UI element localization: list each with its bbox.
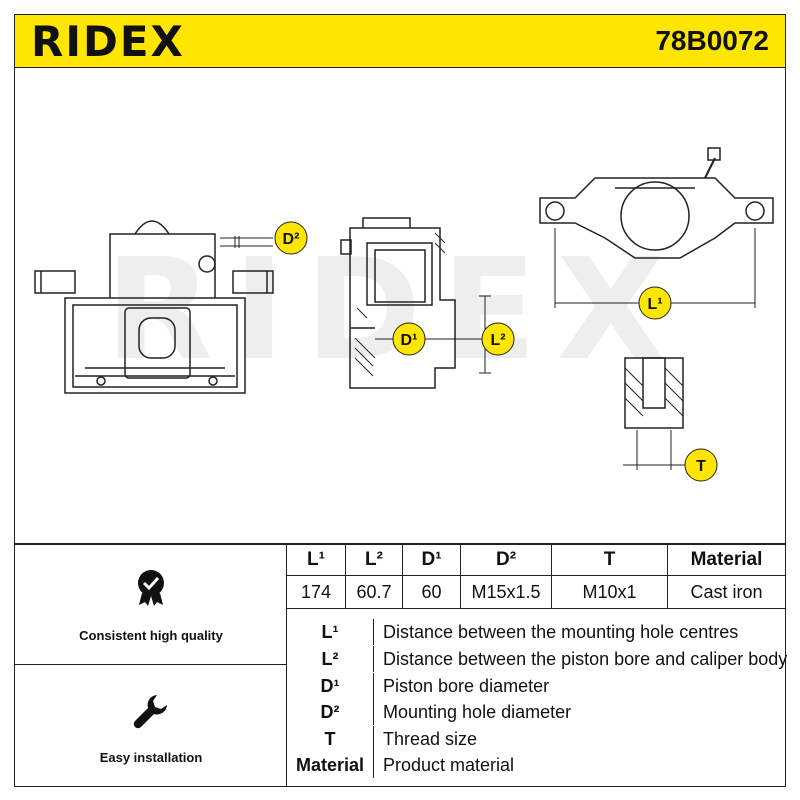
legend-desc: Thread size — [383, 729, 478, 749]
spec-header-d1: D¹ — [402, 545, 461, 576]
d2-badge-label: D² — [283, 231, 300, 248]
legend-row: L² Distance between the piston bore and … — [287, 646, 788, 672]
spec-header-l2: L² — [345, 545, 403, 576]
technical-drawing-frame: RIDEX D² — [14, 68, 786, 543]
legend-desc: Mounting hole diameter — [383, 702, 572, 722]
legend-key: Material — [287, 752, 374, 778]
legend-key: D¹ — [287, 673, 374, 699]
legend-desc: Piston bore diameter — [383, 676, 550, 696]
legend-row: L¹ Distance between the mounting hole ce… — [287, 619, 785, 645]
legend-key: L² — [287, 646, 374, 672]
caliper-front-view — [34, 220, 274, 394]
legend-desc: Distance between the mounting hole centr… — [383, 622, 739, 642]
caliper-section-view — [340, 217, 456, 389]
d1-badge — [392, 322, 426, 356]
spec-value-t: M10x1 — [551, 575, 668, 609]
spec-value-material: Cast iron — [667, 575, 785, 609]
spec-header-l1: L¹ — [287, 545, 346, 576]
t-badge — [684, 448, 718, 482]
watermark: RIDEX — [105, 229, 685, 392]
legend-row: D¹ Piston bore diameter — [287, 673, 785, 699]
thread-detail — [624, 357, 684, 429]
legend-row: T Thread size — [287, 726, 785, 752]
feature-installation: Easy installation — [15, 665, 287, 787]
d2-badge — [274, 221, 308, 255]
spec-section: Consistent high quality Easy installatio… — [14, 543, 788, 787]
legend-key: D² — [287, 699, 374, 725]
l1-badge-label: L¹ — [647, 296, 662, 313]
spec-value-l1: 174 — [287, 575, 346, 609]
l2-badge — [481, 322, 515, 356]
feature-quality-label: Consistent high quality — [79, 628, 223, 643]
spec-header-material: Material — [667, 545, 785, 576]
spec-header-d2: D² — [460, 545, 552, 576]
spec-header-row: L¹ L² D¹ D² T Material — [287, 545, 785, 576]
header-bar: RIDEX 78B0072 — [14, 14, 786, 68]
d2-dimension — [234, 236, 240, 248]
wrench-icon — [133, 695, 167, 729]
spec-header-t: T — [551, 545, 668, 576]
spec-table: L¹ L² D¹ D² T Material 174 60.7 60 M15x1… — [287, 545, 785, 609]
spec-value-l2: 60.7 — [345, 575, 403, 609]
legend-row: D² Mounting hole diameter — [287, 699, 785, 725]
feature-installation-label: Easy installation — [99, 750, 203, 765]
feature-quality: Consistent high quality — [15, 545, 287, 665]
legend-desc: Distance between the piston bore and cal… — [383, 649, 788, 669]
l2-badge-label: L² — [490, 332, 505, 349]
spec-value-d2: M15x1.5 — [460, 575, 552, 609]
legend-key: L¹ — [287, 619, 374, 645]
legend-key: T — [287, 726, 374, 752]
quality-badge-icon — [138, 570, 164, 606]
spec-value-row: 174 60.7 60 M15x1.5 M10x1 Cast iron — [287, 575, 785, 609]
caliper-top-view — [539, 147, 774, 259]
legend-desc: Product material — [383, 755, 515, 775]
d1-badge-label: D¹ — [401, 332, 418, 349]
t-badge-label: T — [696, 458, 706, 475]
brand-logo: RIDEX — [31, 17, 185, 66]
spec-value-d1: 60 — [402, 575, 461, 609]
l1-badge — [638, 286, 672, 320]
caliper-drawing: RIDEX D² — [34, 147, 774, 482]
legend-row: Material Product material — [287, 752, 785, 778]
part-number: 78B0072 — [655, 25, 769, 56]
t-dimension — [623, 430, 685, 470]
